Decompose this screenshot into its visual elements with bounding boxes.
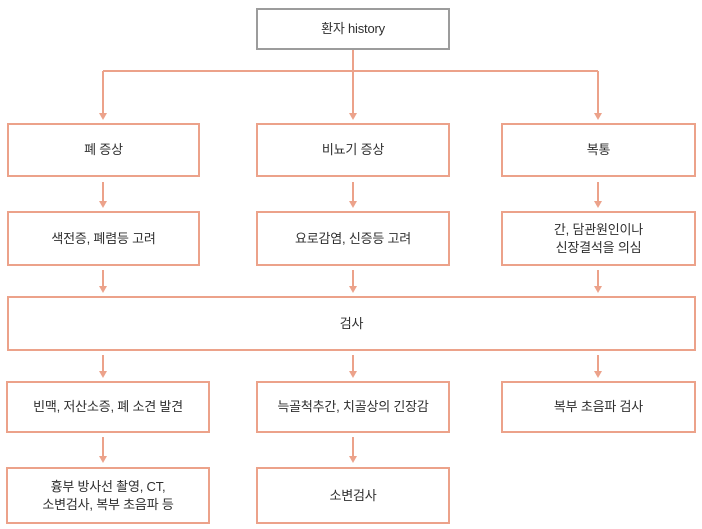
- node-patient-history: 환자 history: [256, 8, 450, 50]
- node-tachycardia-hypoxia-lung-findings: 빈맥, 저산소증, 폐 소견 발견: [6, 381, 210, 433]
- node-urinary-symptoms: 비뇨기 증상: [256, 123, 450, 177]
- node-chest-xray-ct-urinalysis-ultrasound: 흉부 방사선 촬영, CT, 소변검사, 복부 초음파 등: [6, 467, 210, 524]
- node-urinalysis: 소변검사: [256, 467, 450, 524]
- node-abdominal-pain: 복통: [501, 123, 696, 177]
- node-abdominal-ultrasound: 복부 초음파 검사: [501, 381, 696, 433]
- node-consider-uti-nephropathy: 요로감염, 신증등 고려: [256, 211, 450, 266]
- node-consider-embolism-pneumonia: 색전증, 폐렴등 고려: [7, 211, 200, 266]
- node-lung-symptoms: 폐 증상: [7, 123, 200, 177]
- node-costovertebral-suprapubic-tenderness: 늑골척추간, 치골상의 긴장감: [256, 381, 450, 433]
- node-suspect-liver-bile-kidney-stone: 간, 담관원인이나 신장결석을 의심: [501, 211, 696, 266]
- node-examination: 검사: [7, 296, 696, 351]
